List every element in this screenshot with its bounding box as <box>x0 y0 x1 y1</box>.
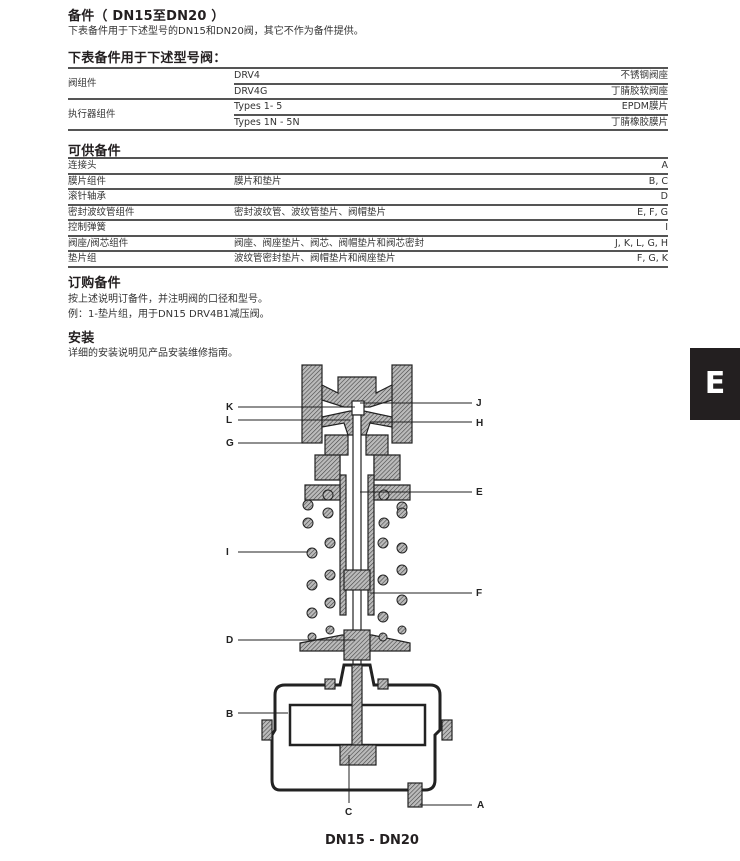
label-k: K <box>226 402 234 413</box>
label-f: F <box>476 588 482 599</box>
group-actuator: 执行器组件 Types 1- 5 EPDM膜片 Types 1N - 5N 丁腈… <box>68 100 668 129</box>
order-title: 订购备件 <box>68 276 121 291</box>
table-row: Types 1N - 5N 丁腈橡胶膜片 <box>234 116 668 128</box>
applicable-title: 下表备件用于下述型号阀： <box>68 51 227 66</box>
install-text: 详细的安装说明见产品安装维修指南。 <box>68 348 238 359</box>
section-tab-e: E <box>690 348 740 420</box>
order-text-2: 例：1-垫片组，用于DN15 DRV4B1减压阀。 <box>68 309 270 320</box>
label-i: I <box>226 547 229 558</box>
table-row: DRV4G 丁腈胶软阀座 <box>234 85 668 97</box>
diagram-caption: DN15 - DN20 <box>325 833 419 848</box>
applicable-table: 阀组件 DRV4 不锈钢阀座 DRV4G 丁腈胶软阀座 执行器组件 Types … <box>68 67 668 131</box>
group-label: 执行器组件 <box>68 109 116 120</box>
intro-text: 下表备件用于下述型号的DN15和DN20阀，其它不作为备件提供。 <box>68 26 364 37</box>
section-title: 备件（ DN15至DN20 ） <box>68 9 225 24</box>
label-g: G <box>226 438 234 449</box>
label-a: A <box>477 800 484 811</box>
label-e: E <box>476 487 483 498</box>
table-row: Types 1- 5 EPDM膜片 <box>234 101 668 112</box>
table-row: DRV4 不锈钢阀座 <box>234 70 668 81</box>
label-h: H <box>476 418 483 429</box>
label-j: J <box>476 398 482 409</box>
label-b: B <box>226 709 233 720</box>
valve-cross-section-diagram: K L G I D B J H E F A C <box>226 364 484 818</box>
label-l: L <box>226 415 232 426</box>
install-title: 安装 <box>68 331 95 346</box>
order-text-1: 按上述说明订备件，并注明阀的口径和型号。 <box>68 294 268 305</box>
label-c: C <box>345 807 352 818</box>
spares-title: 可供备件 <box>68 144 121 159</box>
group-valve: 阀组件 DRV4 不锈钢阀座 DRV4G 丁腈胶软阀座 <box>68 69 668 98</box>
label-d: D <box>226 635 233 646</box>
group-label: 阀组件 <box>68 78 97 89</box>
